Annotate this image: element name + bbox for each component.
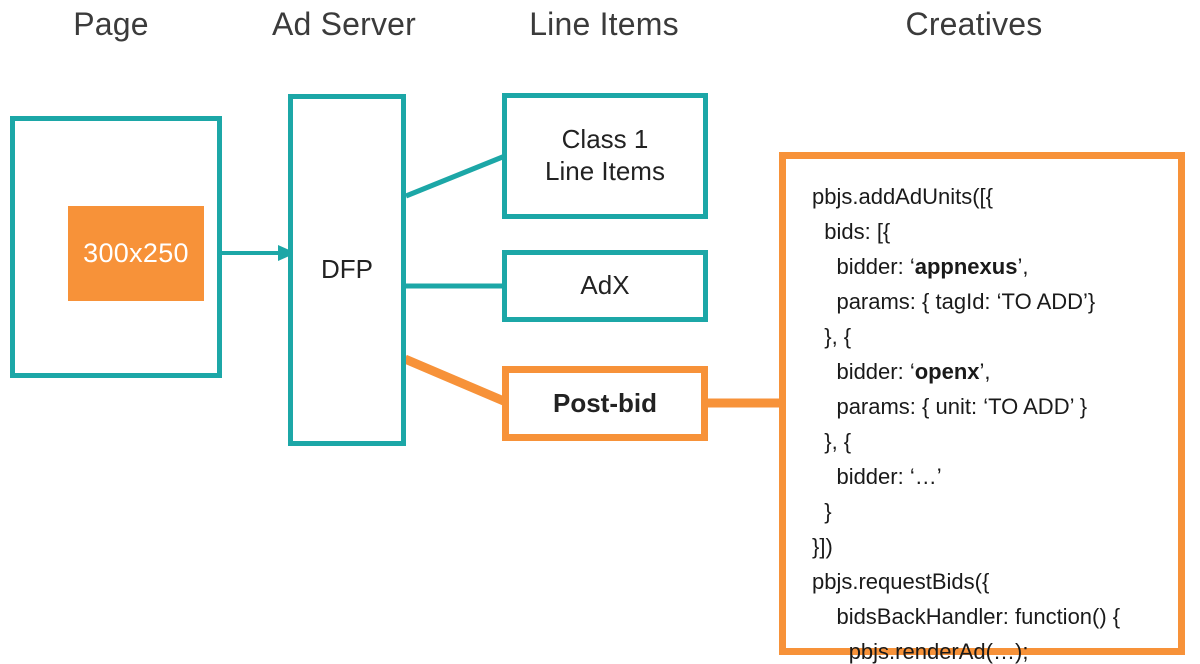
- code-line: bidder: ‘openx’,: [836, 359, 991, 384]
- code-line: }, {: [824, 324, 852, 349]
- code-line: pbjs.renderAd(…);: [848, 639, 1029, 664]
- line-item-label-adx: AdX: [580, 270, 630, 301]
- code-line: }]): [812, 534, 833, 559]
- ad-slot-300x250[interactable]: 300x250: [68, 206, 204, 301]
- line-item-box-adx[interactable]: AdX: [502, 250, 708, 322]
- line-item-label-post-bid: Post-bid: [553, 387, 657, 418]
- code-line: bidder: ‘…’: [836, 464, 942, 489]
- connector-dfp-to-postbid: [403, 354, 508, 407]
- code-line: }, {: [824, 429, 852, 454]
- creative-code-panel: pbjs.addAdUnits([{ bids: [{ bidder: ‘app…: [779, 152, 1185, 664]
- line-item-box-post-bid[interactable]: Post-bid: [502, 366, 708, 441]
- code-line: }: [824, 499, 832, 524]
- code-line: bidsBackHandler: function() {: [836, 604, 1121, 629]
- code-line: params: { unit: ‘TO ADD’ }: [836, 394, 1088, 419]
- code-line: pbjs.requestBids({: [812, 569, 990, 594]
- code-line: bidder: ‘appnexus’,: [836, 254, 1029, 279]
- column-header-page: Page: [73, 6, 149, 42]
- column-header-creatives: Creatives: [905, 6, 1043, 42]
- column-header-line-items: Line Items: [529, 6, 679, 42]
- code-line: params: { tagId: ‘TO ADD’}: [836, 289, 1096, 314]
- creative-code-block: pbjs.addAdUnits([{ bids: [{ bidder: ‘app…: [812, 179, 1178, 664]
- column-header-ad-server: Ad Server: [271, 6, 417, 42]
- ad-server-label: DFP: [321, 254, 373, 285]
- ad-server-box-dfp[interactable]: DFP: [288, 94, 406, 446]
- connector-dfp-to-class1: [405, 153, 506, 199]
- line-item-label-class1: Class 1 Line Items: [545, 124, 665, 186]
- code-line: bids: [{: [824, 219, 891, 244]
- code-line: pbjs.addAdUnits([{: [812, 184, 993, 209]
- line-item-box-class1[interactable]: Class 1 Line Items: [502, 93, 708, 219]
